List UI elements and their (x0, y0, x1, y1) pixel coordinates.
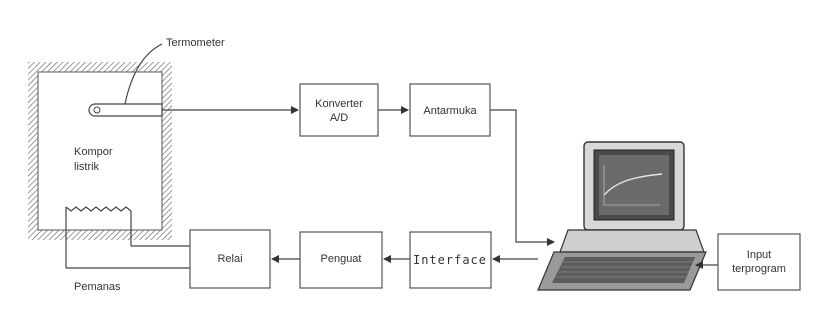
amplifier-label: Penguat (321, 253, 362, 265)
computer-icon (537, 141, 707, 291)
heater-coil: Pemanas (65, 206, 190, 293)
ad-converter-block: Konverter A/D (299, 83, 379, 137)
thermometer-leader-line (124, 43, 163, 105)
input-label-line2: terprogram (732, 263, 786, 275)
electric-stove: Kompor listrik (28, 62, 172, 240)
adc-label-line1: Konverter (315, 98, 363, 110)
adc-label-line2: A/D (330, 112, 348, 124)
interface-label: Interface (413, 253, 487, 267)
stove-label-line1: Kompor (74, 146, 113, 158)
stove-label-line2: listrik (74, 161, 100, 173)
antarmuka-label: Antarmuka (423, 105, 477, 117)
antarmuka-to-computer-line (490, 109, 555, 246)
programmed-input-block: Input terprogram (717, 233, 801, 291)
thermometer-label: Termometer (166, 37, 225, 49)
thermometer-probe: Termometer (88, 37, 225, 117)
amplifier-block: Penguat (299, 231, 383, 289)
interface-block: Interface (409, 231, 492, 289)
input-label-line1: Input (747, 249, 771, 261)
relay-block: Relai (189, 229, 271, 289)
antarmuka-block: Antarmuka (409, 83, 491, 137)
heater-label: Pemanas (74, 281, 121, 293)
relay-label: Relai (217, 253, 242, 265)
